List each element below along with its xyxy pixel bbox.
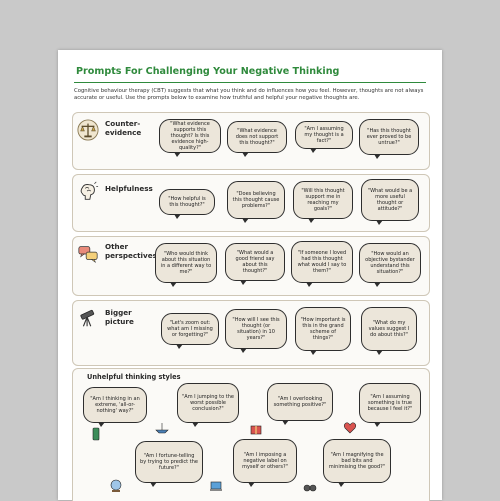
brain-idea-icon xyxy=(80,181,99,200)
speech-bubbles-icon xyxy=(78,246,98,263)
section-bigger-picture: Bigger picture "Let's zoom out: what am … xyxy=(72,300,430,366)
heart-icon xyxy=(343,422,357,434)
prompt-bubble: "Am I assuming something is true because… xyxy=(359,383,421,427)
telescope-icon xyxy=(80,309,95,327)
crystal-ball-icon xyxy=(110,479,122,492)
section-label: Helpfulness xyxy=(105,184,153,193)
prompt-bubble: "What would a good friend say about this… xyxy=(225,243,285,285)
section-label: Counter-evidence xyxy=(105,119,142,137)
prompt-bubble: "Am I thinking in an extreme, 'all-or-no… xyxy=(83,387,147,427)
prompt-bubble: "If someone I loved had this thought wha… xyxy=(291,241,353,287)
prompt-bubble: "Has this thought ever proved to be untr… xyxy=(359,119,419,159)
section-label: Bigger picture xyxy=(105,308,134,326)
prompt-bubble: "How will I see this thought (or situati… xyxy=(225,309,287,353)
prompt-bubble: "Am I fortune-telling by trying to predi… xyxy=(135,441,203,487)
prompt-bubble: "Does believing this thought cause probl… xyxy=(227,181,285,223)
worksheet-page: Prompts For Challenging Your Negative Th… xyxy=(58,50,442,501)
prompt-bubble: "Am I jumping to the worst possible conc… xyxy=(177,383,239,427)
intro-text: Cognitive behaviour therapy (CBT) sugges… xyxy=(74,88,424,101)
scales-icon xyxy=(77,119,99,141)
section-other-perspectives: Other perspectives "Who would think abou… xyxy=(72,236,430,296)
prompt-bubble: "Am I imposing a negative label on mysel… xyxy=(233,439,297,487)
binoculars-icon xyxy=(303,484,317,492)
section-unhelpful-thinking-styles: Unhelpful thinking styles "Am I thinking… xyxy=(72,368,430,501)
prompt-bubble: "Am I magnifying the bad bits and minimi… xyxy=(323,439,391,487)
prompt-bubble: "What evidence does not support this tho… xyxy=(227,121,287,157)
section-label: Other perspectives xyxy=(105,242,157,260)
gift-icon xyxy=(250,425,262,435)
prompt-bubble: "What evidence supports this thought? Is… xyxy=(159,119,221,157)
phone-icon xyxy=(92,427,100,441)
prompt-bubble: "Will this thought support me in reachin… xyxy=(293,181,353,223)
prompt-bubble: "How helpful is this thought?" xyxy=(159,189,215,219)
prompt-bubble: "Let's zoom out: what am I missing or fo… xyxy=(161,313,219,349)
title-divider xyxy=(74,82,426,83)
prompt-bubble: "What would be a more useful thought or … xyxy=(361,179,419,225)
boat-icon xyxy=(155,423,169,434)
prompt-bubble: "What do my values suggest I do about th… xyxy=(361,307,417,355)
section-counter-evidence: Counter-evidence "What evidence supports… xyxy=(72,112,430,170)
prompt-bubble: "Am I assuming my thought is a fact?" xyxy=(295,121,353,153)
prompt-bubble: "Who would think about this situation in… xyxy=(155,243,217,287)
prompt-bubble: "How important is this in the grand sche… xyxy=(295,307,351,355)
laptop-icon xyxy=(210,481,222,491)
prompt-bubble: "How would an objective bystander unders… xyxy=(359,243,421,287)
section-label: Unhelpful thinking styles xyxy=(87,373,181,381)
section-helpfulness: Helpfulness "How helpful is this thought… xyxy=(72,174,430,232)
prompt-bubble: "Am I overlooking something positive?" xyxy=(267,383,333,425)
page-title: Prompts For Challenging Your Negative Th… xyxy=(76,66,340,77)
